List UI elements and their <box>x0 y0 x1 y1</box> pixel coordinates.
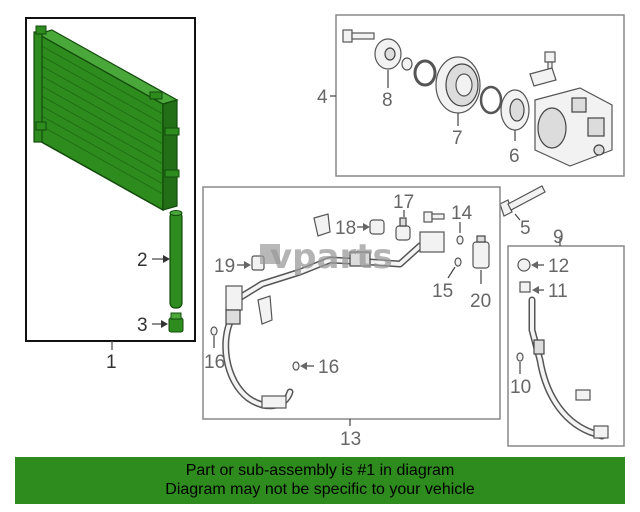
discharge-hose-box <box>202 186 501 420</box>
banner-line-1: Part or sub-assembly is #1 in diagram <box>185 462 455 479</box>
arrow-icon <box>532 286 539 294</box>
service-valve[interactable] <box>395 217 411 241</box>
valve-cap[interactable] <box>369 219 385 235</box>
arrow-icon <box>300 362 307 370</box>
arrow-icon <box>161 320 168 328</box>
snap-ring[interactable] <box>413 59 437 87</box>
o-ring[interactable] <box>456 235 464 245</box>
condenser-assembly-box <box>25 17 196 342</box>
compressor-bolt[interactable] <box>342 29 375 43</box>
banner-line-2: Diagram may not be specific to your vehi… <box>165 481 475 498</box>
arrow-icon <box>531 261 538 269</box>
hose-clip[interactable] <box>313 213 331 237</box>
pressure-switch[interactable] <box>472 235 490 269</box>
callout-14: 14 <box>451 203 473 224</box>
desiccant-tube[interactable] <box>169 210 183 309</box>
callout-12: 12 <box>548 256 569 277</box>
callout-1: 1 <box>106 352 117 373</box>
o-ring[interactable] <box>292 361 300 371</box>
callout-18: 18 <box>335 218 356 239</box>
callout-16-right: 16 <box>318 357 339 378</box>
liquid-hose[interactable] <box>528 296 609 440</box>
arrow-icon <box>244 261 251 269</box>
watermark-text: vparts <box>270 237 393 277</box>
callout-15: 15 <box>432 281 453 302</box>
compressor-pulley[interactable] <box>435 56 481 114</box>
mount-bolt[interactable] <box>529 51 557 87</box>
callout-6: 6 <box>509 146 520 167</box>
arrow-icon <box>363 223 370 231</box>
callout-9: 9 <box>553 227 564 248</box>
callout-20: 20 <box>470 291 491 312</box>
callout-17: 17 <box>393 192 414 213</box>
shim[interactable] <box>401 57 413 71</box>
callout-5: 5 <box>520 218 531 239</box>
o-ring[interactable] <box>210 326 218 336</box>
callout-3: 3 <box>137 315 148 336</box>
liquid-hose-box <box>507 245 625 447</box>
receiver-cap[interactable] <box>168 312 184 333</box>
hose-cap[interactable] <box>517 258 531 272</box>
o-ring[interactable] <box>516 352 524 362</box>
arrow-icon <box>163 255 170 263</box>
callout-7: 7 <box>452 128 463 149</box>
callout-10: 10 <box>510 377 531 398</box>
callout-13: 13 <box>340 429 361 450</box>
hose-bolt[interactable] <box>423 211 445 223</box>
watermark-logo: vparts <box>260 237 393 277</box>
discharge-hose[interactable] <box>222 231 445 410</box>
compressor-body[interactable] <box>534 87 613 167</box>
callout-4: 4 <box>317 87 328 108</box>
pulley-snap-ring[interactable] <box>479 85 503 115</box>
hose-fitting[interactable] <box>519 281 531 293</box>
callout-8: 8 <box>382 90 393 111</box>
clutch-hub[interactable] <box>374 38 402 70</box>
callout-16-left: 16 <box>204 352 225 373</box>
callout-2: 2 <box>137 250 148 271</box>
field-coil[interactable] <box>500 89 530 131</box>
long-bolt[interactable] <box>499 185 546 217</box>
info-banner: Part or sub-assembly is #1 in diagram Di… <box>15 457 625 504</box>
callout-19: 19 <box>214 256 235 277</box>
o-ring[interactable] <box>454 257 462 267</box>
callout-11: 11 <box>548 281 568 302</box>
condenser-core[interactable] <box>33 25 180 212</box>
